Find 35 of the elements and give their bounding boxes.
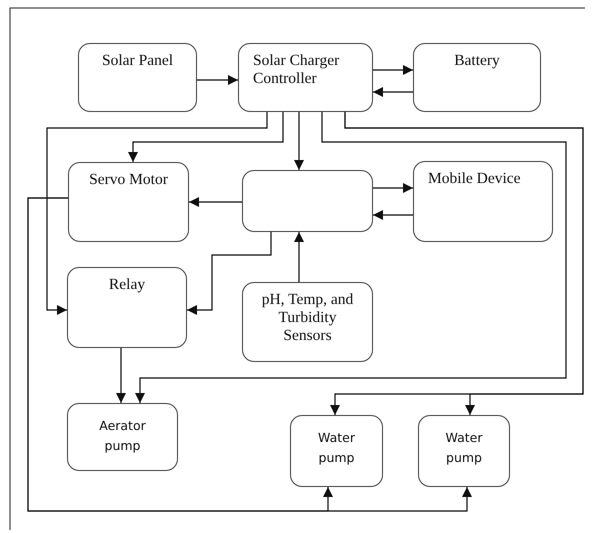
arrow <box>294 112 304 170</box>
process-box <box>78 43 197 112</box>
arrow <box>373 210 413 220</box>
box-label: Solar Panel <box>102 52 174 70</box>
box-label: Relay <box>108 276 146 294</box>
process-box <box>413 161 553 242</box>
arrow <box>373 87 413 97</box>
arrow <box>187 232 272 315</box>
process-box <box>418 415 510 487</box>
box-label: Servo Motor <box>89 171 168 189</box>
process-box <box>242 282 373 362</box>
box-label: Aerator pump <box>98 417 147 455</box>
arrow <box>373 65 413 75</box>
process-box <box>238 43 373 112</box>
box-label: Mobile Device <box>428 170 521 188</box>
process-box <box>67 403 178 471</box>
arrow <box>197 75 238 85</box>
arrow <box>128 112 284 162</box>
process-box <box>68 162 189 242</box>
arrow <box>135 112 567 403</box>
arrow <box>373 183 413 193</box>
empty-box <box>242 170 373 232</box>
arrow <box>46 112 268 315</box>
box-label: Water pump <box>317 429 356 467</box>
arrow <box>116 348 126 403</box>
arrow <box>189 197 242 207</box>
box-label: Battery <box>454 52 500 70</box>
process-box <box>290 415 383 487</box>
box-label: Water pump <box>444 429 484 467</box>
arrow <box>294 232 304 282</box>
process-box <box>67 267 187 348</box>
box-label: pH, Temp, and Turbidity Sensors <box>260 291 354 345</box>
process-box <box>413 43 541 112</box>
arrow <box>27 197 472 512</box>
box-label: Solar Charger Controller <box>253 52 340 88</box>
